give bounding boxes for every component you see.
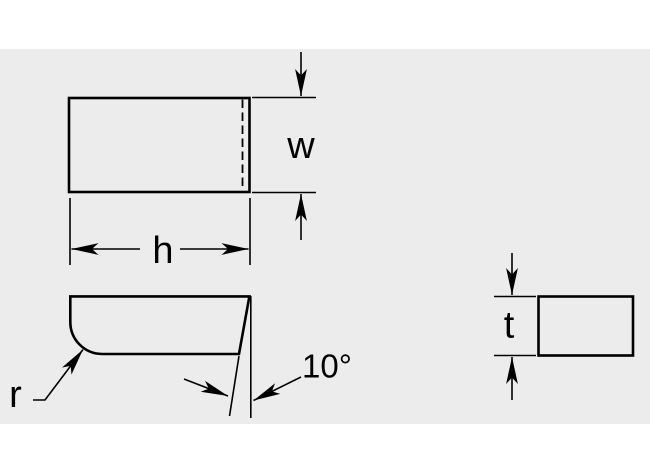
dim-label-h: h xyxy=(152,230,173,272)
dim-label-t: t xyxy=(504,305,515,347)
dim-label-r: r xyxy=(9,374,22,416)
dim-label-angle: 10° xyxy=(302,348,352,385)
radius-leader: r xyxy=(9,349,84,416)
end-view-outline xyxy=(537,295,635,357)
angle-slant-extension-line xyxy=(228,355,240,417)
radius-leader-arrow-icon xyxy=(33,349,84,401)
top-view-outline xyxy=(67,96,251,194)
top-view xyxy=(67,96,251,194)
angle-arrow-right-icon xyxy=(253,376,302,402)
angle-arrow-left-icon xyxy=(183,378,229,397)
h-dimension: h xyxy=(69,198,251,272)
angle-dimension: 10° xyxy=(183,296,352,418)
w-dimension: w xyxy=(252,52,316,240)
dim-label-w: w xyxy=(286,125,315,167)
side-view xyxy=(69,295,251,356)
side-view-profile xyxy=(69,295,251,356)
drawing-area xyxy=(0,49,650,424)
end-view: t xyxy=(494,253,635,400)
